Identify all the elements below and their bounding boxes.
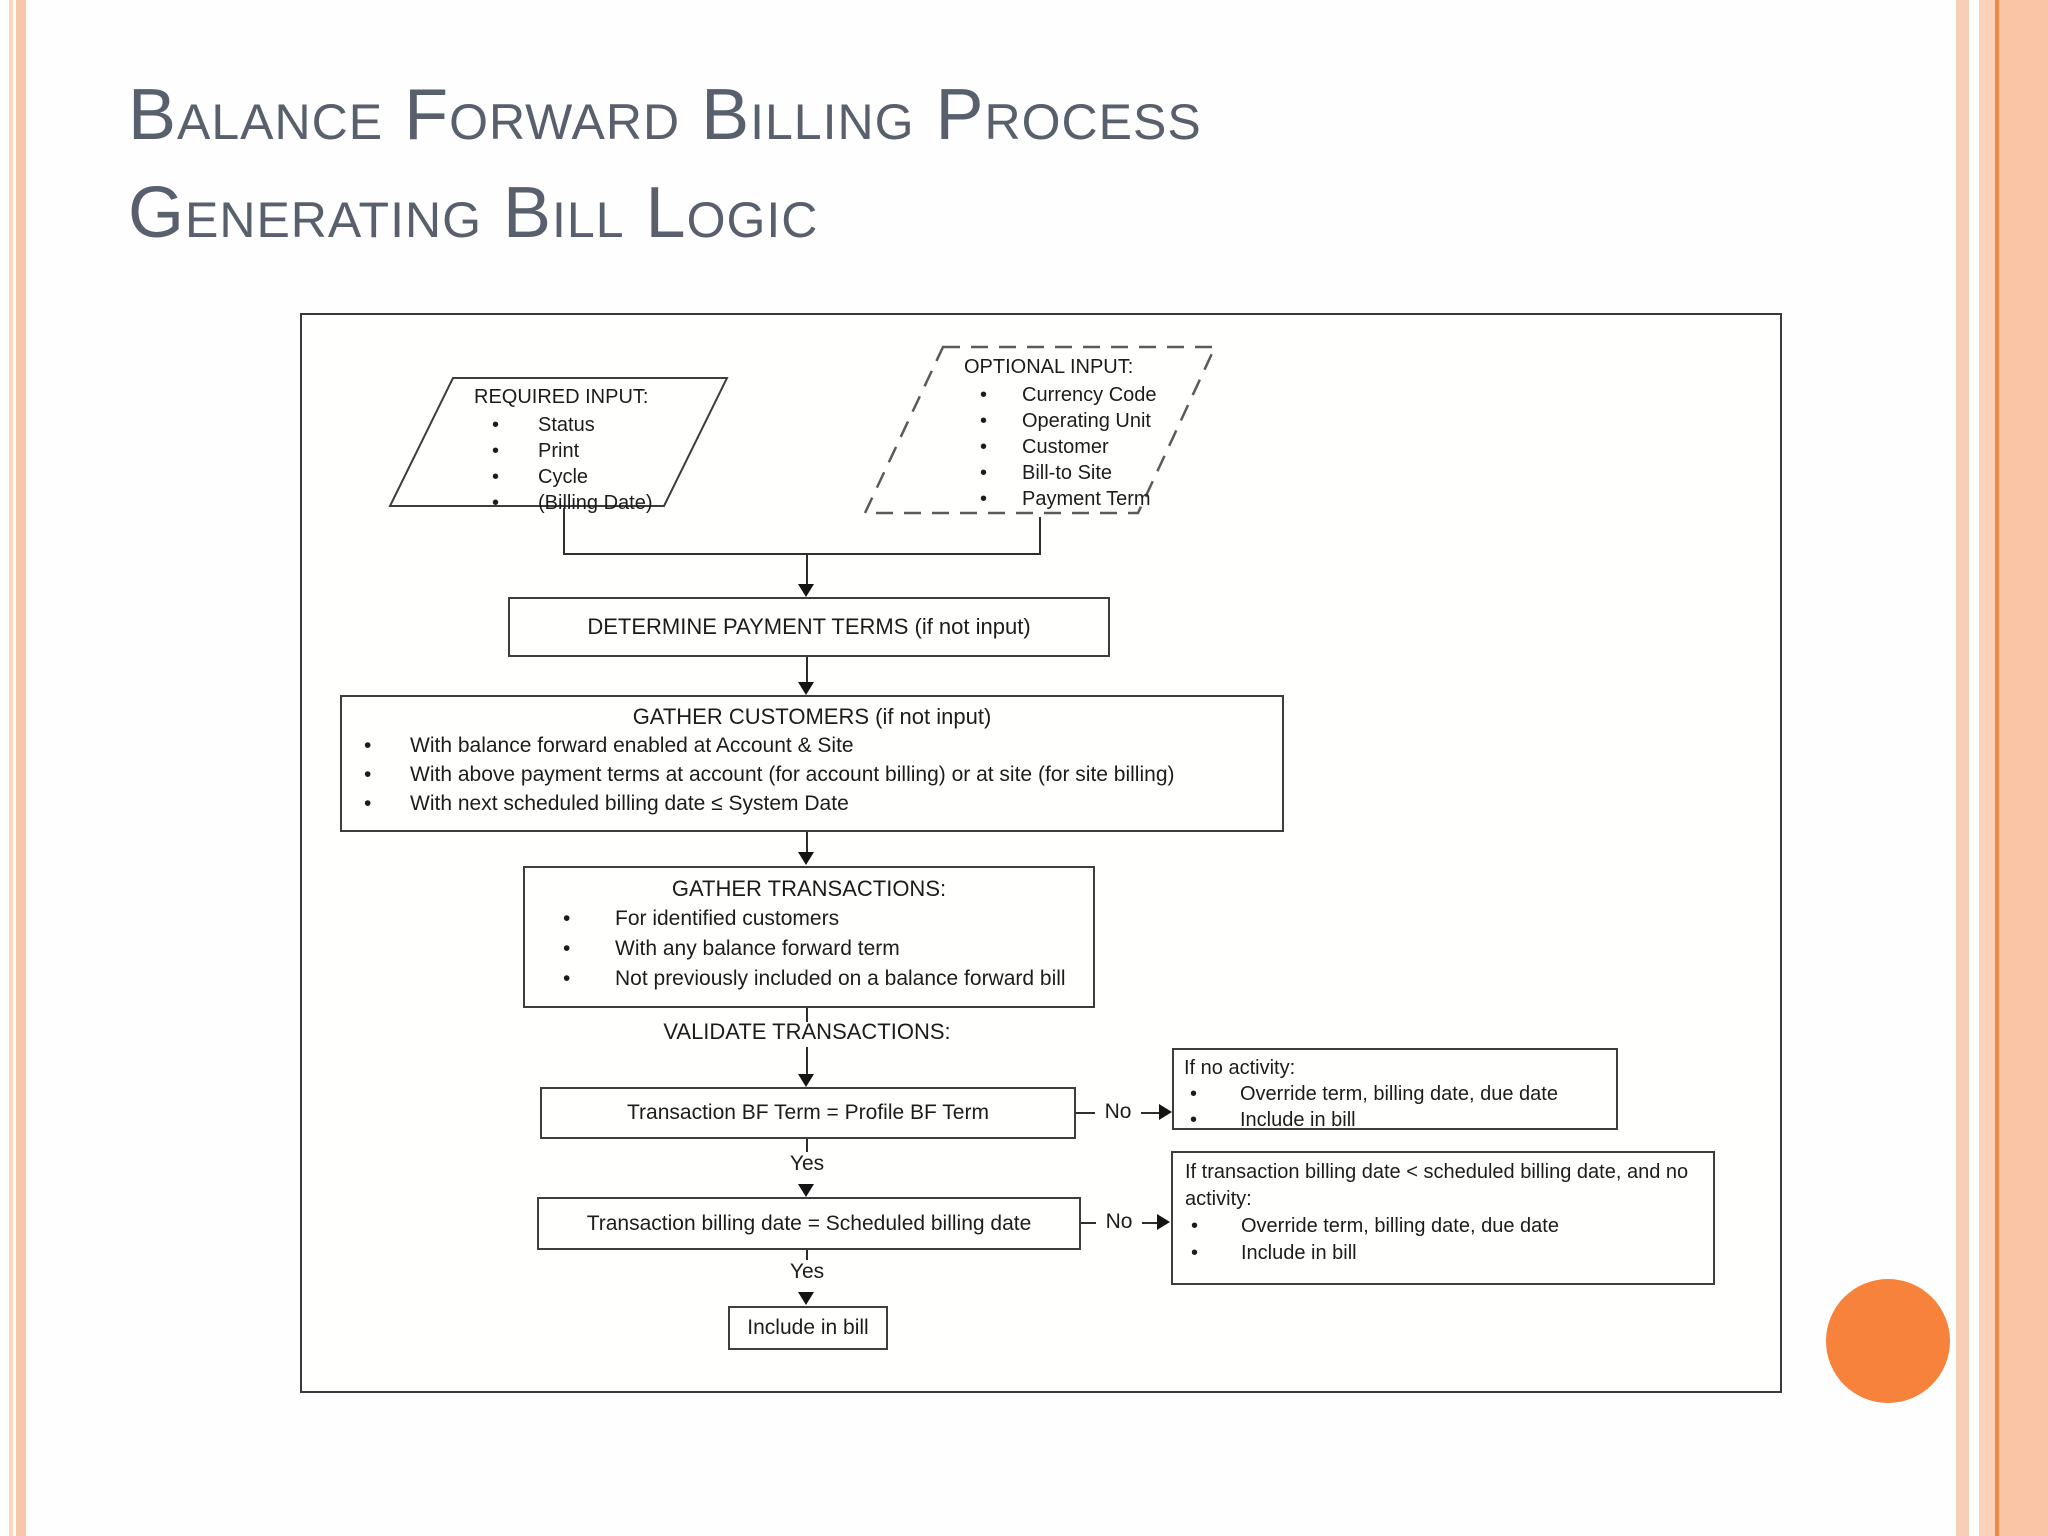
bullet-item: Status	[492, 412, 702, 438]
arrow-right-icon	[1159, 1104, 1172, 1120]
bullet-icon	[980, 486, 1022, 512]
no-activity-title: If no activity:	[1184, 1057, 1296, 1079]
connector-line	[806, 555, 808, 586]
optional-input-parallelogram: OPTIONAL INPUT: Currency Code Operating …	[860, 344, 1220, 516]
yes-label: Yes	[777, 1260, 837, 1284]
bullet-icon	[1185, 1213, 1241, 1240]
bullet-item: With any balance forward term	[563, 934, 1093, 964]
left-border-stripe-band	[16, 0, 26, 1536]
slide-title: Balance Forward Billing Process Generati…	[128, 66, 1202, 262]
no-label: No	[1096, 1210, 1142, 1234]
bullet-item: Include in bill	[1184, 1107, 1606, 1133]
bullet-item: Payment Term	[980, 486, 1200, 512]
bullet-item: Operating Unit	[980, 408, 1200, 434]
bullet-icon	[980, 460, 1022, 486]
bullet-icon	[364, 731, 410, 760]
connector-line	[806, 1008, 808, 1022]
validate-transactions-label: VALIDATE TRANSACTIONS:	[663, 1019, 951, 1044]
left-border-stripe-thin	[9, 0, 13, 1536]
gather-transactions-title: GATHER TRANSACTIONS:	[671, 876, 947, 901]
bullet-icon	[492, 490, 538, 516]
bullet-icon	[563, 934, 615, 964]
bullet-icon	[492, 412, 538, 438]
bullet-item: Not previously included on a balance for…	[563, 964, 1093, 994]
slide-title-line2: Generating Bill Logic	[128, 173, 819, 253]
bullet-item: With above payment terms at account (for…	[364, 760, 1282, 789]
connector-bus-line	[563, 553, 1041, 555]
bullet-item: Bill-to Site	[980, 460, 1200, 486]
bullet-item: Currency Code	[980, 382, 1200, 408]
include-in-bill-box: Include in bill	[728, 1306, 888, 1350]
accent-circle	[1826, 1279, 1950, 1403]
right-border-stripe-thin	[1956, 0, 1969, 1536]
parallelogram-outline-dashed	[863, 345, 1217, 515]
bullet-icon	[563, 904, 615, 934]
slide-title-line1: Balance Forward Billing Process	[128, 75, 1202, 155]
connector-line	[1039, 517, 1041, 555]
required-input-title: REQUIRED INPUT:	[474, 386, 649, 408]
bullet-item: Include in bill	[1185, 1240, 1701, 1267]
connector-line	[563, 508, 565, 555]
bullet-icon	[1184, 1107, 1240, 1133]
connector-line	[806, 1047, 808, 1076]
yes-label: Yes	[777, 1152, 837, 1176]
connector-line	[806, 1250, 808, 1262]
no-activity-box: If no activity: Override term, billing d…	[1172, 1048, 1618, 1133]
right-border-stripe-band	[1979, 0, 2048, 1536]
arrow-down-icon	[798, 1184, 814, 1197]
late-billing-date-box: If transaction billing date < scheduled …	[1171, 1151, 1715, 1285]
determine-payment-terms-box: DETERMINE PAYMENT TERMS (if not input)	[508, 597, 1110, 657]
connector-line	[806, 657, 808, 683]
arrow-down-icon	[798, 584, 814, 597]
bullet-item: Customer	[980, 434, 1200, 460]
connector-line	[806, 832, 808, 853]
gather-customers-title: GATHER CUSTOMERS (if not input)	[632, 704, 992, 729]
decision-bf-term-box: Transaction BF Term = Profile BF Term	[540, 1087, 1076, 1139]
bullet-item: (Billing Date)	[492, 490, 702, 516]
arrow-down-icon	[798, 1292, 814, 1305]
gather-transactions-box: GATHER TRANSACTIONS: For identified cust…	[523, 866, 1095, 1008]
optional-input-title: OPTIONAL INPUT:	[964, 356, 1134, 378]
arrow-down-icon	[798, 682, 814, 695]
bullet-icon	[364, 789, 410, 818]
arrow-down-icon	[798, 1074, 814, 1087]
bullet-icon	[364, 760, 410, 789]
gather-customers-box: GATHER CUSTOMERS (if not input) With bal…	[340, 695, 1284, 832]
bullet-item: Print	[492, 438, 702, 464]
bullet-item: For identified customers	[563, 904, 1093, 934]
bullet-icon	[980, 382, 1022, 408]
no-label: No	[1095, 1100, 1141, 1124]
required-input-parallelogram: REQUIRED INPUT: Status Print Cycle (Bill…	[388, 376, 730, 514]
bullet-item: Override term, billing date, due date	[1185, 1213, 1701, 1240]
bullet-icon	[492, 464, 538, 490]
decision-billing-date-box: Transaction billing date = Scheduled bil…	[537, 1197, 1081, 1250]
bullet-icon	[563, 964, 615, 994]
bullet-icon	[980, 408, 1022, 434]
arrow-right-icon	[1157, 1214, 1170, 1230]
bullet-icon	[980, 434, 1022, 460]
bullet-item: Cycle	[492, 464, 702, 490]
bullet-icon	[1184, 1081, 1240, 1107]
bullet-icon	[1185, 1240, 1241, 1267]
bullet-item: Override term, billing date, due date	[1184, 1081, 1606, 1107]
bullet-icon	[492, 438, 538, 464]
bullet-item: With next scheduled billing date ≤ Syste…	[364, 789, 1282, 818]
arrow-down-icon	[798, 852, 814, 865]
connector-line	[806, 1139, 808, 1153]
late-billing-date-title: If transaction billing date < scheduled …	[1185, 1161, 1689, 1210]
parallelogram-outline	[388, 377, 729, 507]
bullet-item: With balance forward enabled at Account …	[364, 731, 1282, 760]
